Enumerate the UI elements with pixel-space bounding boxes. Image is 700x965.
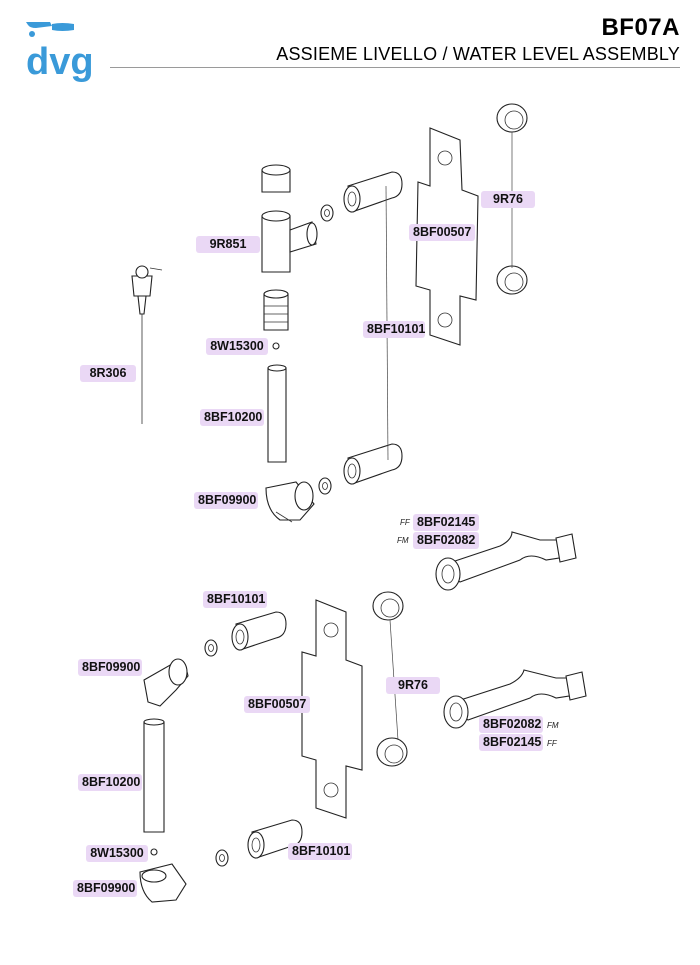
label-9r76-bottom: 9R76 (386, 677, 440, 694)
label-8bf10200-top: 8BF10200 (200, 409, 264, 426)
label-8bf10101-mid: 8BF10101 (203, 591, 267, 608)
label-8bf02082-bottom: 8BF02082 (479, 716, 543, 733)
nut-9r76-bottom-lower (376, 737, 408, 767)
tag-ff-bottom: FF (547, 739, 557, 748)
label-8r306: 8R306 (80, 365, 136, 382)
label-8bf10101-top: 8BF10101 (363, 321, 425, 338)
fitting-8bf10101-bottom (247, 819, 303, 859)
elbow-8bf09900-top (265, 481, 315, 523)
label-8w15300-bottom: 8W15300 (86, 845, 148, 862)
washer-lower-top (318, 477, 332, 495)
label-8bf10200-bottom: 8BF10200 (78, 774, 142, 791)
pipe-8bf02082-bottom (443, 669, 587, 729)
header-rule (110, 67, 680, 68)
oring-8w15300-top (272, 342, 280, 350)
label-8bf10101-bottom: 8BF10101 (288, 843, 352, 860)
logo-text: dvg (26, 41, 94, 83)
label-8bf09900-top: 8BF09900 (194, 492, 258, 509)
label-8bf02145-top: 8BF02145 (413, 514, 479, 531)
fitting-8bf10101-top (343, 171, 403, 213)
elbow-8bf09900-mid (143, 658, 189, 707)
adapter-8w-top (263, 289, 289, 331)
washer-mid (204, 639, 218, 657)
bracket-plate-bottom (301, 599, 363, 819)
dvg-logo: dvg (26, 22, 94, 83)
fitting-8bf10101-mid (231, 611, 287, 651)
drawing-code: BF07A (601, 14, 680, 41)
drawing-title: ASSIEME LIVELLO / WATER LEVEL ASSEMBLY (276, 44, 680, 64)
tube-8bf10200-top (267, 364, 287, 463)
nut-9r851-cap (261, 164, 291, 193)
washer-top (320, 204, 334, 222)
label-8bf02145-bottom: 8BF02145 (479, 734, 543, 751)
nut-9r76-bottom-upper (372, 591, 404, 621)
nut-9r76-top-upper (496, 103, 528, 133)
probe-8r306 (131, 265, 163, 424)
label-8bf00507-top: 8BF00507 (409, 224, 475, 241)
label-8bf00507-bottom: 8BF00507 (244, 696, 310, 713)
label-9r76-top: 9R76 (481, 191, 535, 208)
tube-8bf10200-bottom (143, 718, 165, 833)
label-8bf02082-top: 8BF02082 (413, 532, 479, 549)
fitting-8bf10101-top-lower (343, 443, 403, 485)
tag-fm-top: FM (397, 536, 409, 545)
pipe-8bf02082-top (435, 531, 577, 591)
label-8bf09900-bottom: 8BF09900 (73, 880, 137, 897)
elbow-8bf09900-bottom (139, 863, 187, 903)
oring-8w15300-bottom (150, 848, 158, 856)
label-8w15300-top: 8W15300 (206, 338, 268, 355)
label-8bf09900-mid: 8BF09900 (78, 659, 142, 676)
logo-spout-icon (26, 22, 52, 28)
washer-bottom (215, 849, 229, 867)
tee-9r851 (261, 210, 318, 273)
tag-ff-top: FF (400, 518, 410, 527)
nut-9r76-top-lower (496, 265, 528, 295)
tag-fm-bottom: FM (547, 721, 559, 730)
label-9r851: 9R851 (196, 236, 260, 253)
